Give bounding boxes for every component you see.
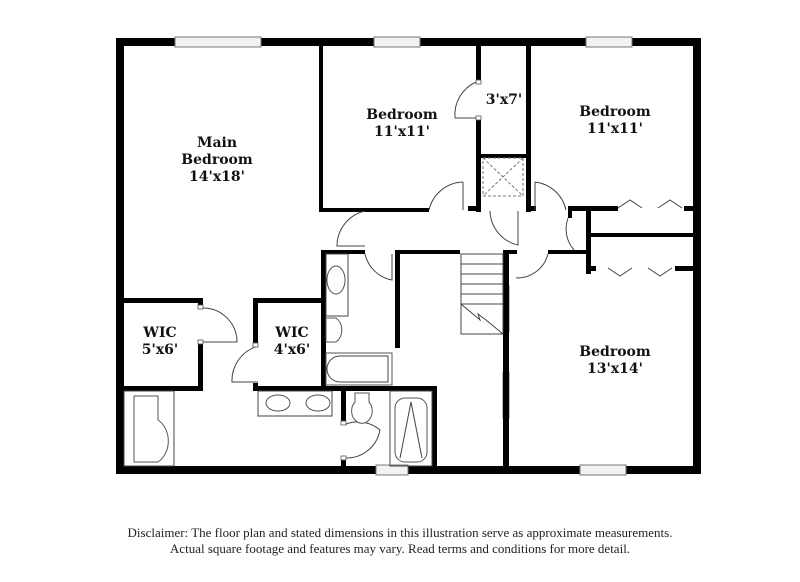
room-name: WIC — [143, 325, 177, 341]
interior-walls — [116, 44, 695, 474]
disclaimer: Disclaimer: The floor plan and stated di… — [0, 525, 800, 557]
room-name: Bedroom — [181, 152, 253, 168]
room-name: WIC — [275, 325, 309, 341]
room-label-wic-2: WIC 4'x6' — [274, 325, 310, 359]
disclaimer-line-2: Actual square footage and features may v… — [169, 541, 631, 556]
room-label-main-bedroom: Main Bedroom 14'x18' — [181, 135, 252, 186]
stairs — [460, 253, 504, 335]
room-dimensions: 14'x18' — [189, 169, 245, 185]
room-name: Main — [196, 135, 238, 151]
room-dimensions: 11'x11' — [374, 124, 430, 140]
room-label-bedroom-2: Bedroom 11'x11' — [366, 107, 437, 141]
room-label-bedroom-4: Bedroom 13'x14' — [579, 344, 650, 378]
attic-access — [482, 157, 524, 197]
room-dimensions: 4'x6' — [273, 342, 311, 358]
doors — [197, 79, 575, 461]
room-label-bedroom-3: Bedroom 11'x11' — [579, 104, 650, 138]
disclaimer-line-1: Disclaimer: The floor plan and stated di… — [127, 525, 673, 540]
room-name: Bedroom — [366, 107, 438, 123]
room-dimensions: 13'x14' — [587, 361, 643, 377]
room-dimensions: 3'x7' — [485, 92, 523, 108]
room-label-closet: 3'x7' — [486, 92, 522, 109]
bath-fixtures — [123, 253, 433, 467]
room-label-wic-1: WIC 5'x6' — [142, 325, 178, 359]
room-name: Bedroom — [579, 344, 651, 360]
room-name: Bedroom — [579, 104, 651, 120]
room-dimensions: 11'x11' — [587, 121, 643, 137]
bifold-doors — [607, 199, 683, 277]
room-dimensions: 5'x6' — [141, 342, 179, 358]
